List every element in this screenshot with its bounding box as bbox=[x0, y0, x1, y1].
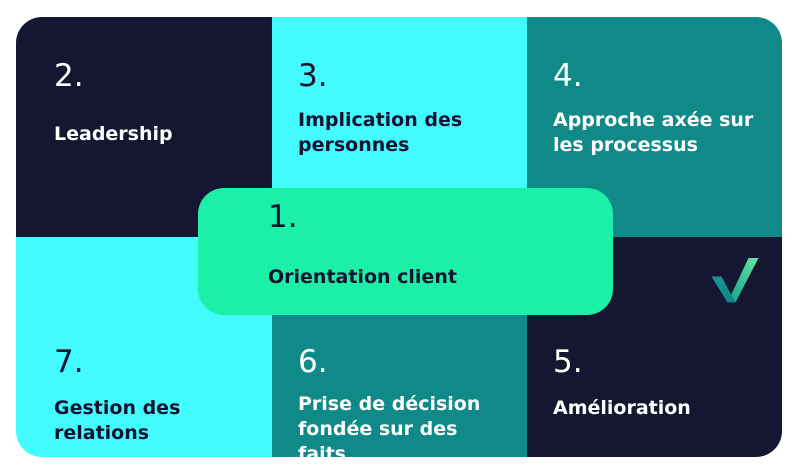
center-label: Orientation client bbox=[268, 266, 457, 288]
cell-number: 2. bbox=[54, 58, 84, 94]
cell-label: Implication des personnes bbox=[298, 109, 463, 157]
cell-number: 5. bbox=[553, 344, 583, 380]
cell-label: Leadership bbox=[54, 123, 173, 145]
cell-label: Amélioration bbox=[553, 397, 691, 419]
cell-orientation-client[interactable]: 1. Orientation client bbox=[198, 188, 613, 315]
cell-label: Gestion des relations bbox=[54, 397, 181, 445]
cell-label: Approche axée sur les processus bbox=[553, 109, 754, 157]
cell-leadership[interactable]: 2. Leadership bbox=[16, 17, 272, 237]
checkmark-icon bbox=[704, 252, 766, 314]
cell-label: Prise de décision fondée sur des faits bbox=[298, 393, 481, 457]
center-number: 1. bbox=[268, 199, 298, 235]
cell-number: 7. bbox=[54, 344, 84, 380]
cell-number: 4. bbox=[553, 58, 583, 94]
cell-number: 6. bbox=[298, 344, 328, 380]
cell-number: 3. bbox=[298, 58, 328, 94]
